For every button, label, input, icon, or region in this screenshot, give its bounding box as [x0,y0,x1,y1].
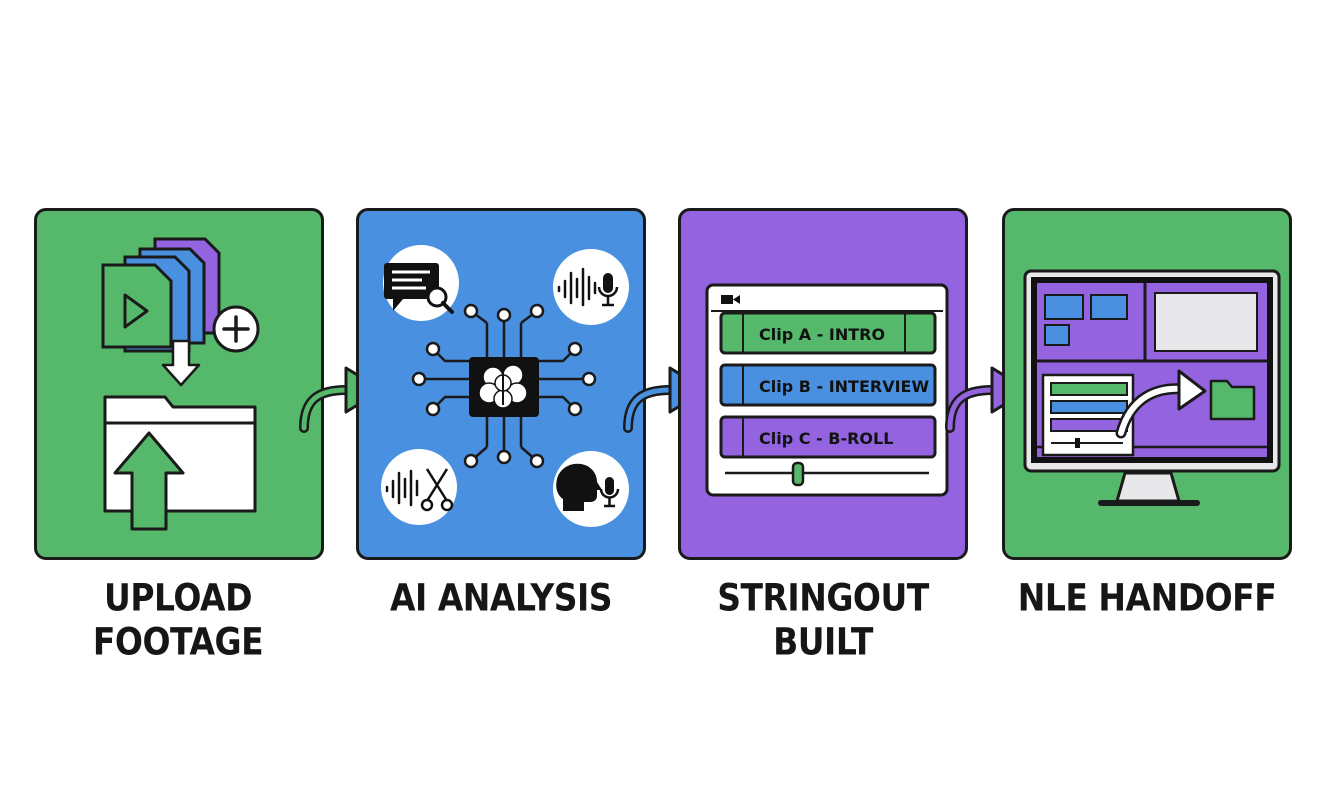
audio-cut-icon [381,449,457,525]
step-label-nle-handoff: NLE HANDOFF [1017,576,1277,620]
upload-footage-icon [101,237,260,531]
step-label-ai-analysis: AI ANALYSIS [389,576,613,620]
clip-label: Clip C - B-ROLL [759,429,893,448]
step-label-stringout-built: STRINGOUT BUILT [717,576,929,664]
step-ai-analysis-panel [356,208,646,560]
clip-label: Clip A - INTRO [759,325,885,344]
ai-brain-chip-icon [381,245,629,527]
monitor-export-icon [1023,269,1281,506]
transcript-search-icon [383,245,459,321]
timeline-window-icon: Clip A - INTRO Clip B - INTERVIEW Clip C… [705,283,949,497]
speaker-voice-icon [553,451,629,527]
step-stringout-panel: Clip A - INTRO Clip B - INTERVIEW Clip C… [678,208,968,560]
audio-mic-icon [553,249,629,325]
step-upload-footage-panel [34,208,324,560]
step-nle-handoff-panel [1002,208,1292,560]
step-label-upload-footage: UPLOAD FOOTAGE [92,576,264,664]
clip-label: Clip B - INTERVIEW [759,377,929,396]
